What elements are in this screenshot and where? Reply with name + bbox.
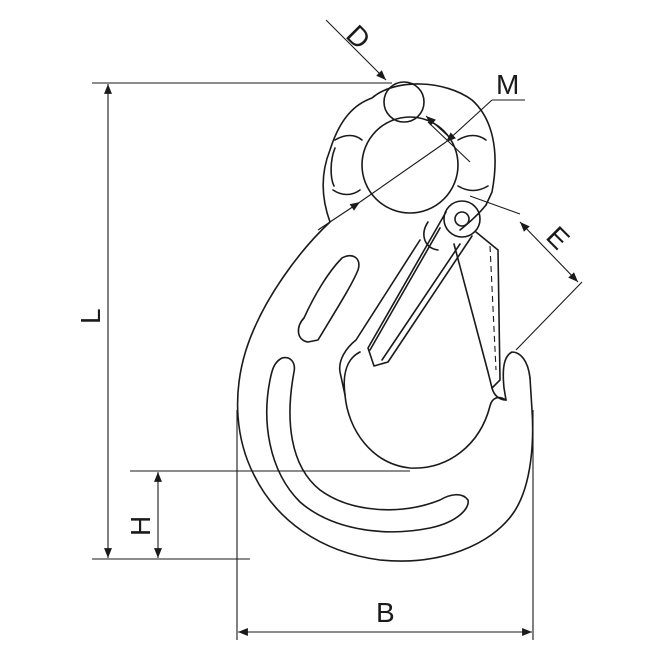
eye-left-slot-side xyxy=(330,147,336,187)
dim-D-label: D xyxy=(340,19,376,55)
hook-tip xyxy=(502,351,531,401)
hook-side-slot xyxy=(297,254,360,343)
dim-L-label: L xyxy=(75,308,106,324)
hook-upper-shank-left xyxy=(338,239,421,396)
hook-inner-groove xyxy=(266,356,469,533)
dim-E-bottom-extension xyxy=(515,281,583,351)
dim-M-line xyxy=(359,141,447,203)
hook-inner-throat xyxy=(343,351,507,469)
dimension-L: L xyxy=(75,82,392,560)
eye-right-slot-upper xyxy=(457,134,487,141)
dim-E-line xyxy=(519,221,579,283)
dim-H-label: H xyxy=(125,516,156,536)
eye-left-slot-lower xyxy=(332,189,361,196)
latch-pivot-inner xyxy=(454,211,470,227)
dimension-H: H xyxy=(125,470,410,558)
dim-D-leader xyxy=(325,19,387,81)
dim-B-label: B xyxy=(376,597,395,628)
eye-left-slot-upper xyxy=(334,134,363,141)
dim-M-label: M xyxy=(496,69,519,100)
latch-blade-dashed xyxy=(489,245,497,371)
latch-blade xyxy=(453,231,501,389)
eye-pin-circle xyxy=(361,116,459,214)
latch-arm-inner-line xyxy=(369,227,441,351)
latch-arm-inner-line-2 xyxy=(381,243,461,361)
eye-right-slot-lower xyxy=(457,185,489,192)
dim-D-inner-arrow xyxy=(425,115,449,137)
dimension-M: M xyxy=(317,69,525,231)
eye-upper-circle xyxy=(383,81,425,123)
hook-outer-contour xyxy=(236,83,534,562)
hook-body xyxy=(236,83,534,562)
dim-E-top-extension xyxy=(469,195,521,215)
dim-M-leader xyxy=(445,99,493,143)
latch-arm-outline xyxy=(367,211,473,367)
hook-upper-shank-right xyxy=(459,204,487,231)
dimension-E: E xyxy=(469,195,583,351)
dimension-B: B xyxy=(236,410,534,640)
latch-tip xyxy=(491,387,507,401)
latch-pivot-outer xyxy=(443,200,481,238)
hook-eye xyxy=(330,81,489,214)
dim-M-lower-arrow xyxy=(317,201,361,231)
dim-E-label: E xyxy=(540,220,575,255)
latch-spring-left xyxy=(423,221,439,251)
dim-D-tail xyxy=(427,121,471,163)
hook-latch xyxy=(367,200,507,401)
